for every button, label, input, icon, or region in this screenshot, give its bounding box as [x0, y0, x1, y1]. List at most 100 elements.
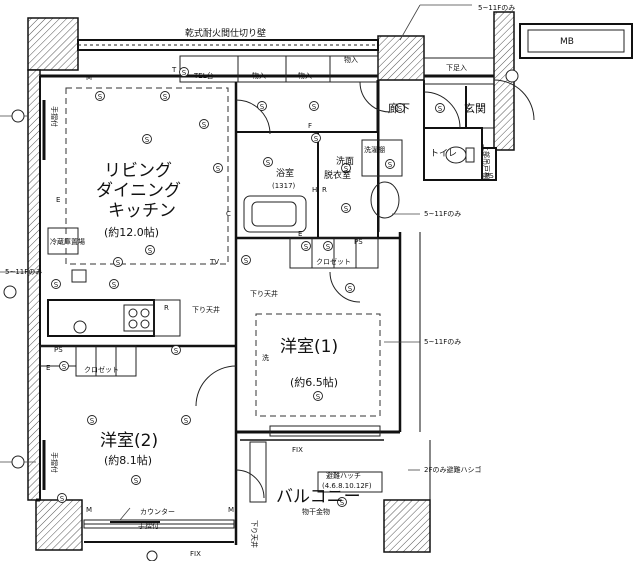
wash-shelf-label: 洗濯棚 — [364, 145, 385, 154]
pillar-top-mid — [377, 35, 425, 81]
bath-size-label: (1317) — [272, 182, 296, 190]
ceiling-label-room1: 下り天井 — [250, 289, 278, 298]
evac-ladder-label: 2Fのみ避難ハシゴ — [424, 465, 481, 474]
ceiling-label-balcony: 下り天井 — [250, 520, 259, 548]
door-swing-icon — [493, 79, 535, 121]
s-outlet-icon — [131, 475, 141, 486]
tel-shelf — [179, 55, 239, 83]
s-outlet-icon — [309, 101, 319, 112]
storage-label-2: 物入 — [298, 71, 312, 80]
fix-label-balcony: FIX — [292, 446, 303, 454]
mark-t: T — [171, 66, 177, 74]
balcony-ac-space — [249, 441, 267, 503]
handrail-label-2: 手摺付 — [50, 452, 59, 473]
pillar-top-left — [27, 17, 79, 71]
balcony-window — [269, 425, 381, 437]
entrance-label: 玄関 — [464, 101, 486, 115]
living-area-outline — [65, 87, 229, 265]
s-outlet-icon — [385, 159, 395, 170]
floors-note-top: 5~11Fのみ — [478, 4, 515, 12]
s-outlet-icon — [142, 134, 152, 145]
kitchen-counter — [47, 299, 155, 337]
mark-r1: R — [322, 186, 327, 194]
s-outlet-icon — [345, 283, 355, 294]
handrail-label-1: 手摺付 — [50, 106, 59, 127]
s-outlet-icon — [341, 203, 351, 214]
bathroom-room — [235, 131, 319, 239]
mark-f: F — [308, 122, 312, 130]
door-swing-icon — [329, 271, 361, 303]
mark-h: H — [312, 186, 317, 194]
room1-label: 洋室(1) — [280, 337, 338, 357]
evac-hatch — [317, 471, 383, 493]
shoe-cabinet — [423, 57, 495, 85]
drying-rack-label: 物干金物 — [302, 507, 330, 516]
s-outlet-icon — [57, 493, 67, 504]
room1-size-label: (約6.5帖) — [290, 375, 338, 389]
meter-mark-2: M — [86, 506, 92, 514]
washroom-label-2: 脱衣室 — [324, 169, 351, 181]
floors-note-left: 5~11Fのみ — [5, 268, 42, 276]
pillar-bottom-left — [35, 499, 83, 551]
tel-label: TEL台 — [193, 71, 214, 80]
ceiling-label-kitchen: 下り天井 — [192, 305, 220, 314]
evac-floors-label: (4.6.8.10.12F) — [322, 482, 372, 490]
counter-label: カウンター — [140, 507, 175, 516]
closet-room2 — [75, 345, 137, 377]
mark-r2: R — [164, 304, 169, 312]
door-swing-icon — [235, 469, 265, 499]
living-label-1: リビング — [104, 161, 172, 181]
sink-icon — [73, 320, 87, 334]
s-outlet-icon — [95, 91, 105, 102]
mark-e2: E — [46, 364, 50, 372]
floors-note-wash: 5~11Fのみ — [424, 210, 461, 218]
washbasin-icon — [370, 181, 400, 219]
room2-label: 洋室(2) — [100, 431, 158, 451]
s-outlet-icon — [263, 157, 273, 168]
living-size-label: (約12.0帖) — [104, 225, 159, 239]
balcony-label: バルコニー — [276, 487, 361, 507]
s-outlet-icon — [323, 241, 333, 252]
mark-tv: TV — [209, 258, 219, 266]
fridge-space — [47, 227, 79, 255]
ps-label-2: PS — [354, 238, 363, 246]
s-outlet-icon — [435, 103, 445, 114]
room2-size-label: (約8.1帖) — [104, 453, 152, 467]
mb-label: MB — [560, 37, 574, 47]
door-swing-icon — [423, 91, 461, 129]
s-outlet-icon — [59, 361, 69, 372]
mark-e3: E — [298, 230, 302, 238]
s-outlet-icon — [241, 255, 251, 266]
meter-mark-1: M — [86, 74, 92, 82]
partition-wall-label: 乾式耐火間仕切り壁 — [185, 27, 266, 39]
s-outlet-icon — [171, 345, 181, 356]
pillar-bottom-right — [383, 499, 431, 553]
s-outlet-icon — [145, 245, 155, 256]
s-outlet-icon — [160, 91, 170, 102]
s-outlet-icon — [257, 101, 267, 112]
washroom-room — [317, 131, 379, 239]
shoe-label: 下足入 — [446, 64, 467, 72]
washroom-label-1: 洗面 — [336, 155, 354, 167]
bathtub-icon — [243, 195, 307, 233]
fridge-label: 冷蔵庫置場 — [50, 237, 85, 246]
living-label-3: キッチン — [108, 201, 176, 221]
toilet-room — [423, 127, 483, 181]
kitchen-side-counter — [153, 299, 181, 337]
s-outlet-icon — [113, 257, 123, 268]
handrail-label-3: 手摺付 — [138, 521, 159, 530]
evac-hatch-label: 避難ハッチ — [326, 471, 361, 480]
closet-label-room2: クロゼット — [84, 365, 119, 374]
mark-bath-unit: 洗 — [262, 353, 269, 362]
s-outlet-icon — [87, 415, 97, 426]
corridor-label: 廊下 — [388, 101, 410, 115]
toilet-shelf-label: 上部吊戸棚 — [482, 144, 491, 179]
laundry-shelf — [361, 139, 403, 177]
bathroom-label: 浴室 — [276, 167, 294, 179]
s-outlet-icon — [213, 163, 223, 174]
s-outlet-icon — [51, 279, 61, 290]
s-outlet-icon — [199, 119, 209, 130]
ps-label-1: PS — [54, 346, 63, 354]
floors-note-room1: 5~11Fのみ — [424, 338, 461, 346]
